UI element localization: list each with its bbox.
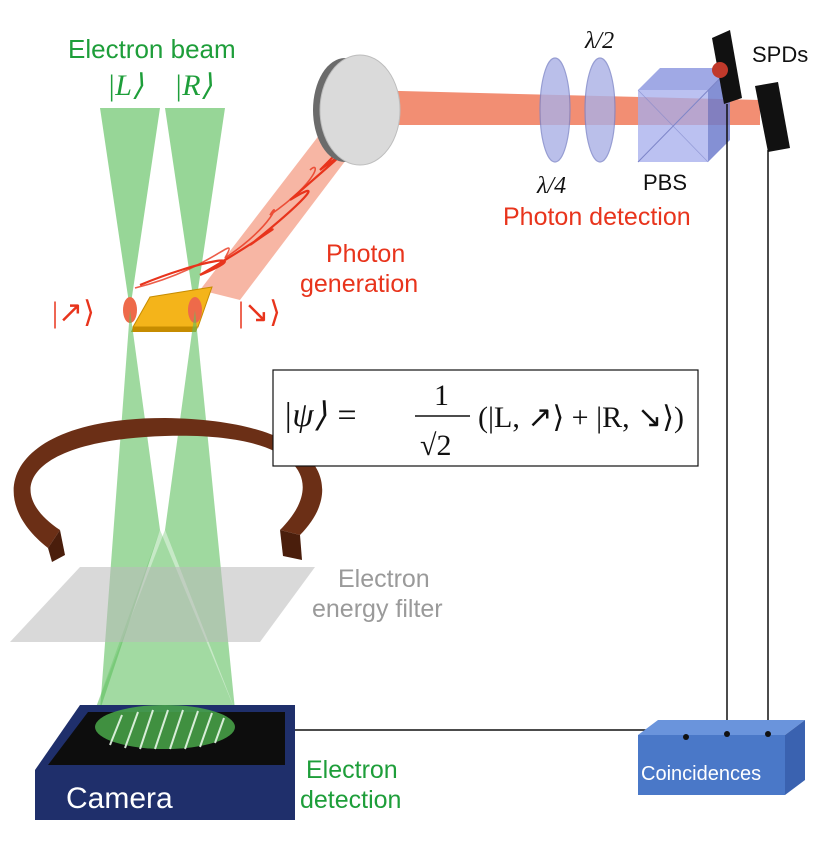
photon-generation-label-2: generation (300, 270, 418, 298)
electron-beam-lower (95, 310, 235, 710)
ket-L-label: |L⟩ (107, 69, 144, 102)
electron-beam-label: Electron beam (68, 34, 236, 64)
coincidence-box (638, 720, 805, 795)
photon-detection-label: Photon detection (503, 203, 691, 231)
equation-numerator: 1 (434, 379, 449, 412)
coincidences-label: Coincidences (641, 763, 761, 785)
sample (123, 286, 213, 332)
equation-lhs: |ψ⟩ = (283, 397, 358, 434)
equation-box (272, 369, 699, 467)
spds-label: SPDs (752, 42, 808, 67)
magnet-ring (13, 418, 323, 562)
photon-generation-label-1: Photon (326, 240, 405, 268)
pbs-label: PBS (643, 170, 687, 195)
camera-device (35, 705, 295, 820)
electron-detection-label-1: Electron (306, 756, 398, 784)
energy-filter-label-1: Electron (338, 565, 430, 593)
quarter-waveplate (539, 57, 571, 163)
polarization-left-label: |↗⟩ (52, 296, 95, 329)
half-waveplate (584, 57, 616, 163)
electron-detection-label-2: detection (300, 786, 401, 814)
wires (290, 104, 769, 737)
energy-filter-label-2: energy filter (312, 595, 443, 623)
lambda-quarter-label: λ/4 (536, 173, 566, 199)
polarizing-beam-splitter (637, 67, 731, 163)
equation-denominator: √2 (420, 429, 451, 462)
camera-label: Camera (66, 782, 173, 815)
mirror (313, 54, 401, 166)
energy-filter-plane (10, 567, 315, 642)
ket-R-label: |R⟩ (174, 69, 213, 102)
single-photon-detectors (712, 30, 790, 152)
lambda-half-label: λ/2 (584, 28, 614, 54)
equation-rhs: (|L, ↗⟩ + |R, ↘⟩) (478, 401, 684, 434)
electron-beam-upper (100, 108, 225, 310)
polarization-right-label: |↘⟩ (238, 296, 281, 329)
